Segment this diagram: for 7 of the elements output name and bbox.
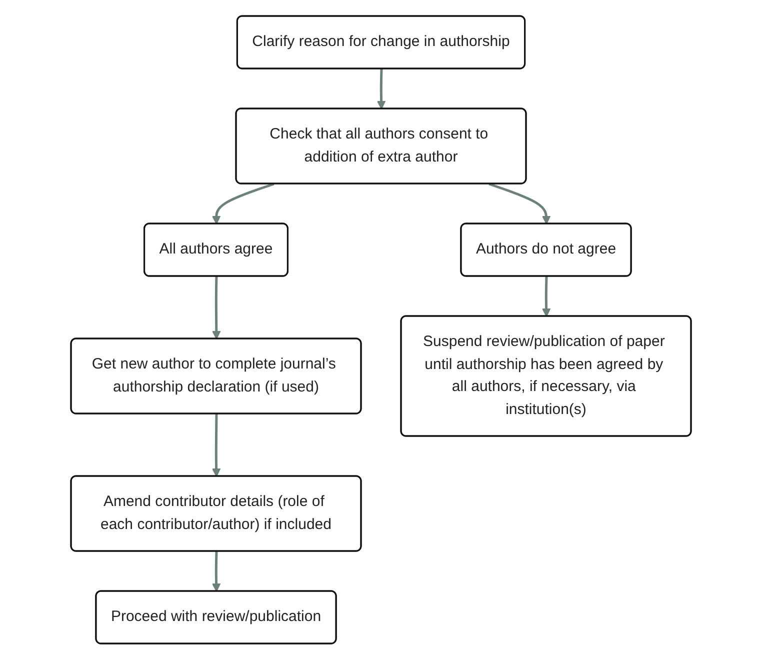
- arrow: [541, 276, 550, 317]
- arrow: [212, 276, 220, 340]
- arrow: [376, 68, 386, 110]
- arrow: [488, 182, 550, 224]
- arrow: [211, 551, 220, 592]
- arrow: [211, 414, 220, 477]
- arrow: [211, 182, 274, 224]
